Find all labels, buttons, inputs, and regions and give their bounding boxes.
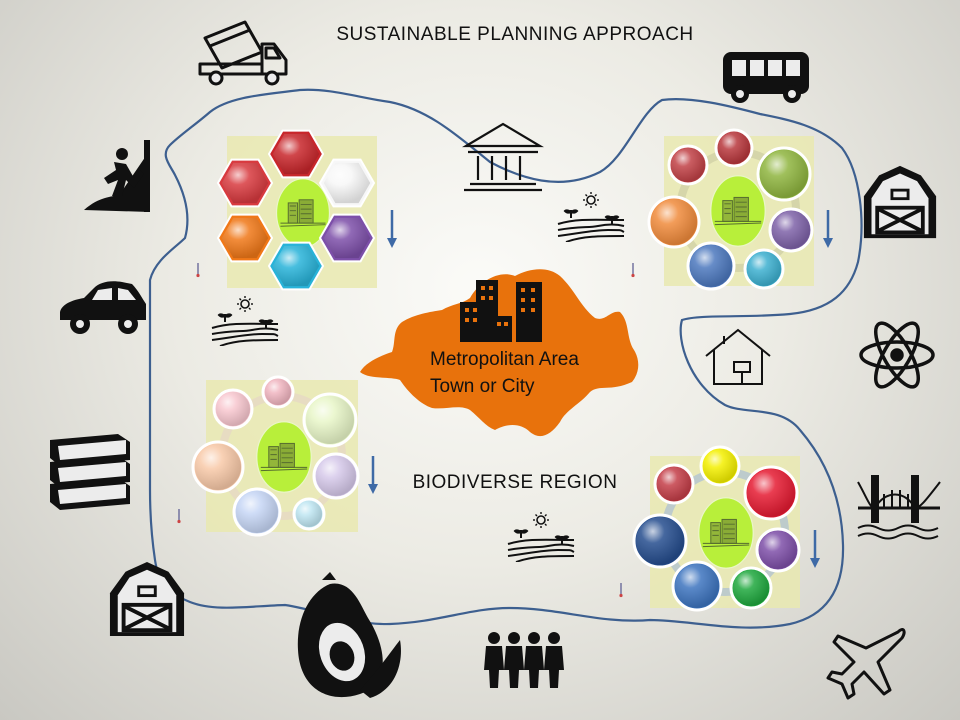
metropolitan-area-shape (360, 269, 639, 437)
cluster-circle-shine (772, 211, 810, 249)
hexagon-cluster (216, 129, 377, 291)
arrow-down-icon (823, 210, 833, 250)
climber-icon (84, 140, 150, 212)
biodiverse-region-label: BIODIVERSE REGION (412, 472, 618, 493)
cluster-circle-shine (265, 379, 291, 405)
cluster-circle-shine (316, 456, 356, 496)
cluster-circle-shine (657, 467, 691, 501)
farm-field-icon (507, 512, 575, 562)
cluster-circle-shine (747, 252, 781, 286)
car-icon (60, 281, 146, 334)
arrow-down-icon (368, 456, 378, 496)
metro-label-line1: Metropolitan Area (430, 349, 579, 370)
arrow-down-icon (810, 530, 820, 570)
barn-icon (861, 164, 939, 240)
bus-icon (723, 52, 809, 103)
city-buildings-icon (460, 280, 542, 342)
cluster-circle-shine (216, 392, 250, 426)
cement-truck-icon (198, 20, 288, 86)
cluster-circle-shine (195, 444, 241, 490)
cluster-circle-shine (760, 150, 808, 198)
cluster-hexagon-shine (221, 162, 269, 204)
atom-icon (859, 321, 935, 389)
bridge-icon (857, 475, 941, 540)
cluster-circle-shine (718, 132, 750, 164)
cluster-hexagon-shine (272, 133, 320, 175)
metropolitan-area-label: Metropolitan Area Town or City (430, 346, 630, 400)
cluster-circle-shine (675, 564, 719, 608)
cluster-hexagon-shine (221, 217, 269, 259)
pin-icon (176, 508, 182, 524)
cluster-hexagon-shine (323, 162, 371, 204)
diagram-title: SUSTAINABLE PLANNING APPROACH (336, 24, 694, 45)
pin-icon (195, 262, 201, 278)
cluster-hexagon-shine (272, 245, 320, 287)
pin-icon (630, 262, 636, 278)
circle-cluster-top-right (647, 128, 814, 291)
cluster-hexagon-shine (323, 217, 371, 259)
circle-cluster-bottom-right (632, 445, 801, 612)
cluster-circle-shine (733, 570, 769, 606)
house-icon (705, 328, 771, 385)
cluster-circle-shine (636, 517, 684, 565)
cluster-circle-shine (651, 199, 697, 245)
cluster-circle-shine (690, 245, 732, 287)
farm-field-icon (211, 296, 279, 346)
cluster-circle-shine (236, 491, 278, 533)
avocado-icon (297, 572, 401, 698)
museum-icon (461, 122, 545, 192)
airplane-icon (826, 628, 906, 700)
pin-icon (618, 582, 624, 598)
circle-cluster-bottom-left (191, 375, 360, 537)
people-icon (484, 632, 564, 688)
farm-field-icon (557, 192, 625, 242)
biodiverse-region-outline (148, 88, 863, 629)
cluster-circle-shine (703, 449, 737, 483)
cluster-circle-shine (306, 396, 354, 444)
metro-label-line2: Town or City (430, 376, 535, 397)
arrow-down-icon (387, 210, 397, 250)
cluster-circle-shine (671, 148, 705, 182)
cluster-circle-shine (296, 501, 322, 527)
cluster-circle-shine (747, 469, 795, 517)
barn-small-icon (108, 560, 186, 638)
books-icon (50, 434, 130, 510)
cluster-circle-shine (759, 531, 797, 569)
